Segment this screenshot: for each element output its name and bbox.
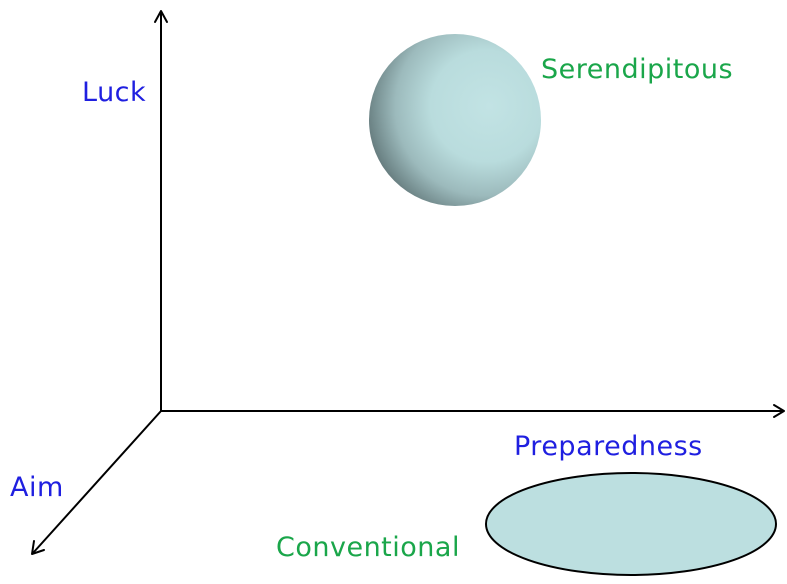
- preparedness-axis-arrowhead: [773, 404, 785, 418]
- luck-axis-arrowhead: [154, 10, 168, 23]
- aim-axis: [32, 410, 162, 554]
- aim-axis-label: Aim: [10, 472, 64, 503]
- serendipitous-sphere: [369, 34, 541, 206]
- preparedness-axis-label: Preparedness: [514, 431, 703, 462]
- conventional-label: Conventional: [276, 532, 460, 563]
- luck-axis-label: Luck: [82, 77, 147, 108]
- serendipitous-label: Serendipitous: [541, 54, 734, 85]
- conventional-ellipse: [485, 472, 777, 576]
- aim-axis-arrowhead: [31, 540, 45, 555]
